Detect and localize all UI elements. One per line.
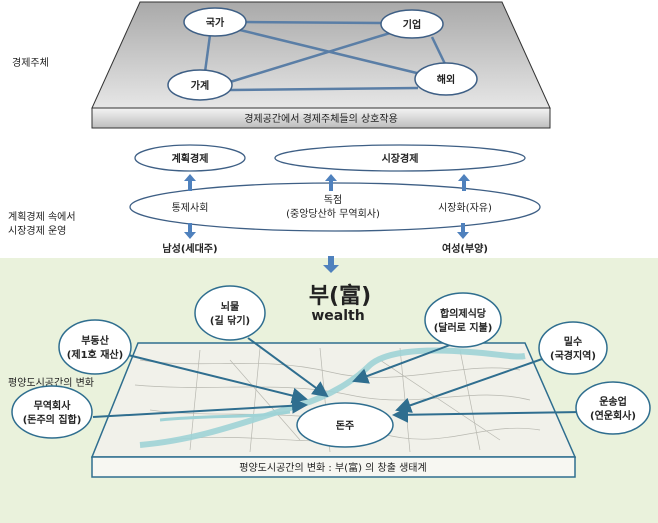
node-household bbox=[167, 69, 233, 101]
bubble-smuggling bbox=[538, 321, 608, 375]
economic-agents-label: 경제주체 bbox=[12, 56, 49, 69]
node-foreign bbox=[414, 62, 478, 96]
control-society-label: 통제사회 bbox=[172, 202, 209, 214]
bubble-trading-title: 무역회사 bbox=[34, 399, 72, 412]
wealth-title: 부(富) bbox=[309, 283, 371, 309]
bubble-smuggling-title: 밀수 bbox=[564, 336, 582, 348]
down-arrow-icon bbox=[457, 223, 469, 239]
planned-economy-ellipse bbox=[134, 144, 246, 172]
node-firm bbox=[380, 9, 444, 39]
bubble-bribery bbox=[194, 285, 266, 341]
male-head-label: 남성(세대주) bbox=[162, 242, 217, 255]
donju-ellipse bbox=[296, 402, 394, 448]
economy-operation-ellipse bbox=[129, 182, 541, 232]
node-state bbox=[183, 7, 247, 37]
bubble-restaurant-title: 합의제식당 bbox=[440, 307, 487, 320]
down-arrow-icon bbox=[323, 256, 339, 273]
bubble-transport-title: 운송업 bbox=[599, 395, 627, 408]
bubble-trading-company bbox=[11, 385, 93, 439]
monopoly-sub-label: (중앙당산하 무역회사) bbox=[286, 207, 380, 220]
ecosystem-caption: 평양도시공간의 변화 : 부(富) 의 창출 생태계 bbox=[239, 461, 426, 474]
bubble-bribery-title: 뇌물 bbox=[221, 300, 239, 313]
block-arrows bbox=[184, 174, 470, 239]
up-arrow-icon bbox=[325, 174, 337, 191]
node-state-label: 국가 bbox=[206, 16, 225, 29]
bubble-real-estate-title: 부동산 bbox=[81, 334, 109, 347]
market-economy-ellipse bbox=[274, 144, 526, 172]
platform-caption: 경제공간에서 경제주체들의 상호작용 bbox=[244, 112, 398, 125]
bubble-restaurant bbox=[424, 292, 502, 348]
wealth-subtitle: wealth bbox=[311, 308, 364, 324]
bubble-bribery-sub: (길 닦기) bbox=[210, 314, 250, 327]
side-label-line2: 시장경제 운영 bbox=[8, 224, 66, 237]
bubble-transport bbox=[575, 381, 651, 435]
monopoly-label: 독점 bbox=[324, 194, 342, 206]
map-streets bbox=[134, 347, 541, 453]
node-household-label: 가계 bbox=[191, 79, 209, 92]
donju-label: 돈주 bbox=[336, 420, 354, 432]
side-label-line1: 계획경제 속에서 bbox=[8, 210, 76, 223]
node-foreign-label: 해외 bbox=[437, 73, 455, 86]
bubble-real-estate-sub: (제1호 재산) bbox=[67, 348, 123, 361]
up-arrow-icon bbox=[184, 174, 196, 191]
female-dependent-label: 여성(부양) bbox=[442, 242, 488, 255]
bubble-restaurant-sub: (달러로 지불) bbox=[434, 321, 493, 334]
flow-arrows bbox=[92, 337, 583, 423]
bubble-smuggling-sub: (국경지역) bbox=[550, 349, 596, 362]
market-economy-label: 시장경제 bbox=[382, 152, 419, 165]
bubble-real-estate bbox=[58, 319, 132, 375]
economic-space-platform: 경제공간에서 경제주체들의 상호작용 국가 기업 가계 해외 bbox=[91, 1, 551, 129]
node-firm-label: 기업 bbox=[403, 18, 421, 31]
up-arrow-icon bbox=[458, 174, 470, 191]
pyongyang-change-label: 평양도시공간의 변화 bbox=[8, 377, 94, 389]
bubble-trading-sub: (돈주의 집합) bbox=[23, 413, 82, 426]
river-branch bbox=[159, 410, 291, 422]
planned-economy-label: 계획경제 bbox=[172, 152, 209, 165]
connection-lines bbox=[203, 20, 448, 92]
bubble-transport-sub: (연운회사) bbox=[590, 409, 636, 422]
marketization-label: 시장화(자유) bbox=[438, 202, 492, 214]
down-arrow-icon bbox=[184, 223, 196, 239]
